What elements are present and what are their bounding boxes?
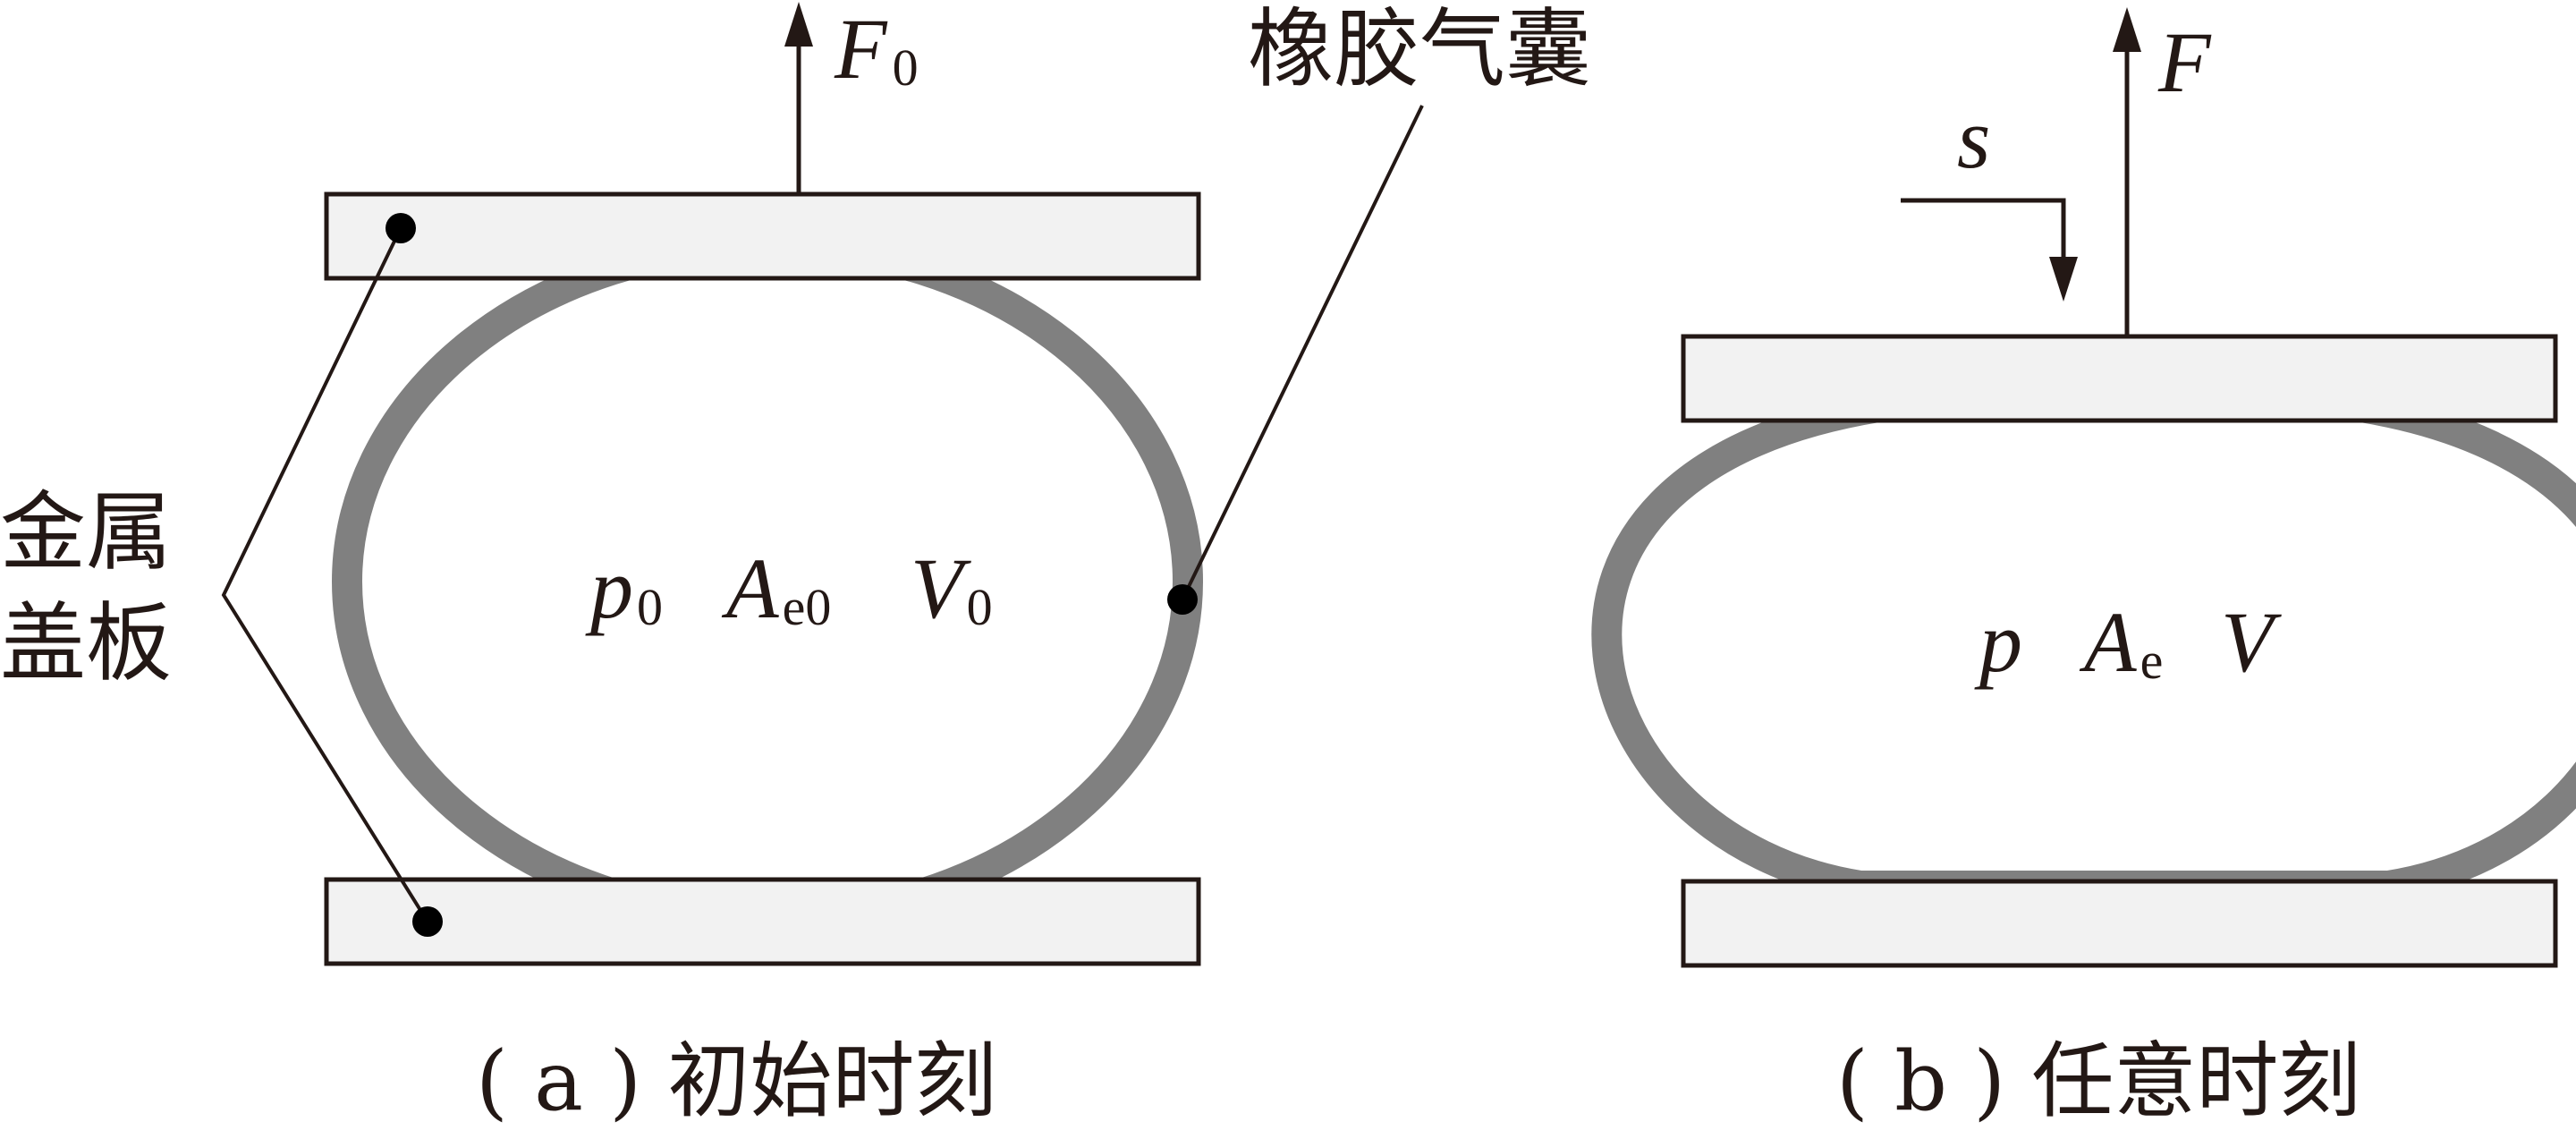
- bladder-leader-dot: [1167, 584, 1198, 615]
- panel-b-pressure-label: p: [1974, 594, 2022, 690]
- bladder-leader-line: [1181, 105, 1424, 600]
- cover-plate-bottom-dot: [412, 906, 443, 937]
- panel-b-displacement-arrow-shaft: [1901, 198, 2066, 259]
- cover-plate-label-line2: 盖板: [0, 593, 172, 693]
- panel-a-caption: ( a ) 初始时刻: [476, 1033, 996, 1129]
- panel-b: F s p Ae V ( b ) 任意时刻: [1591, 7, 2576, 1129]
- panel-a-bottom-plate: [324, 877, 1201, 966]
- cover-plate-label-line1: 金属: [0, 482, 172, 582]
- panel-a-force-arrowhead: [784, 2, 813, 47]
- panel-a-pressure-label: p0: [585, 540, 663, 636]
- cover-plate-leader-line: [221, 227, 429, 923]
- panel-b-displacement-label: s: [1957, 90, 1990, 186]
- bladder-label: 橡胶气囊: [1248, 0, 1591, 99]
- panel-b-force-label: F: [2157, 14, 2212, 110]
- cover-plate-top-dot: [386, 213, 416, 243]
- panel-b-top-plate: [1681, 334, 2558, 423]
- panel-b-displacement-arrowhead: [2049, 257, 2078, 302]
- panel-b-bottom-plate: [1681, 879, 2558, 968]
- panel-a-volume-label: V0: [911, 540, 993, 636]
- panel-b-caption: ( b ) 任意时刻: [1836, 1033, 2360, 1129]
- panel-b-volume-label: V: [2221, 594, 2282, 690]
- panel-b-area-label: Ae: [2079, 594, 2163, 690]
- panel-a-top-plate: [324, 191, 1201, 281]
- panel-b-force-arrowhead: [2113, 7, 2141, 52]
- panel-a-area-label: Ae0: [721, 540, 831, 636]
